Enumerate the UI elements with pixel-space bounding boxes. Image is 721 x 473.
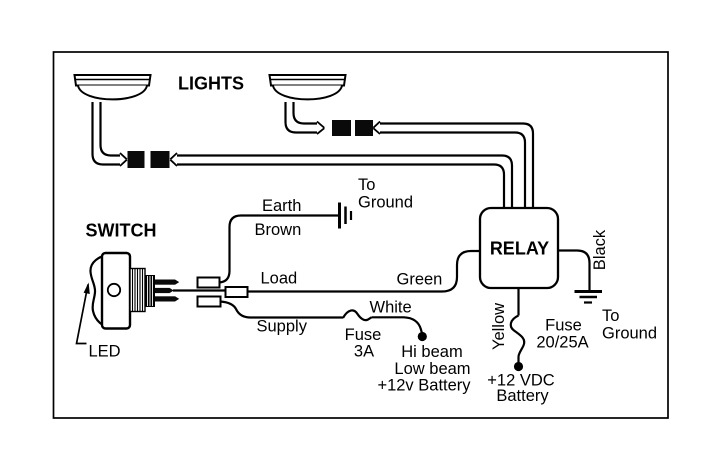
- label-relay: RELAY: [490, 239, 549, 259]
- light-right-wire-outer: [284, 102, 317, 134]
- label-fuse2025-line1: Fuse: [545, 317, 582, 335]
- connector-left-plug: [127, 151, 145, 168]
- label-earth-ground-ground: Ground: [358, 194, 413, 212]
- connector-left-socket: [150, 151, 170, 168]
- black-ground-wire: [558, 249, 591, 290]
- label-yellow: Yellow: [490, 303, 508, 350]
- label-load: Load: [261, 270, 298, 288]
- connector-right-taper-out: [372, 120, 381, 135]
- light-fixture-right: [268, 74, 347, 101]
- wire-left-light-to-relay-1: [177, 154, 514, 208]
- switch-pin-bottom: [155, 296, 175, 302]
- fuse-3a-symbol: [342, 309, 373, 322]
- switch-nut-ribs: [147, 276, 153, 306]
- switch-pin-middle: [155, 287, 170, 294]
- inline-connector-left: [119, 151, 178, 168]
- hibeam-junction-dot: [417, 331, 427, 342]
- terminal-load: [224, 286, 249, 298]
- label-supply: Supply: [257, 318, 308, 336]
- label-fuse2025-line2: 20/25A: [536, 334, 588, 352]
- switch-pin-middle-tip: [169, 287, 174, 294]
- switch-assembly: [89, 251, 226, 330]
- ground-symbol-earth: [338, 202, 353, 229]
- label-12v-battery: +12v Battery: [377, 377, 471, 395]
- wire-right-light-to-relay-2: [380, 131, 527, 208]
- white-wire: [371, 316, 423, 333]
- supply-wire: [220, 300, 343, 319]
- switch-rocker: [89, 252, 113, 330]
- light-fixture-left: [73, 74, 152, 101]
- label-relay-ground-to: To: [602, 307, 619, 325]
- label-lights: LIGHTS: [178, 74, 244, 94]
- switch-pin-bottom-tip: [175, 296, 180, 302]
- label-earth: Earth: [262, 197, 301, 215]
- label-fuse3a-line1: Fuse: [345, 326, 382, 344]
- light-left-wire-inner: [99, 102, 120, 157]
- connector-right-taper-in: [316, 120, 325, 135]
- label-brown: Brown: [255, 221, 302, 239]
- label-hi-beam: Hi beam: [401, 343, 462, 361]
- light-right-wire-inner: [292, 102, 317, 125]
- switch-led-lens: [106, 282, 122, 298]
- connector-left-taper-out: [169, 152, 178, 167]
- led-arrow-line: [75, 284, 89, 345]
- label-black: Black: [591, 229, 609, 270]
- inline-connector-right: [316, 120, 381, 136]
- earth-brown-wire: [219, 214, 338, 284]
- label-white: White: [370, 299, 412, 317]
- light-right-dome: [272, 85, 343, 101]
- light-left-dome: [77, 85, 148, 101]
- switch-terminal-pins: [155, 279, 180, 302]
- wire-left-light-to-relay-2: [177, 163, 506, 208]
- battery-junction-dot: [513, 361, 524, 372]
- light-left-wire-outer: [91, 102, 120, 166]
- label-vdc-line1: +12 VDC: [487, 372, 554, 390]
- led-arrow-head: [83, 282, 90, 294]
- switch-pin-top-tip: [175, 279, 180, 285]
- label-switch: SWITCH: [86, 221, 157, 241]
- diagram-border: [52, 51, 669, 419]
- connector-right-plug: [332, 120, 351, 136]
- switch-thread-ribs: [131, 268, 144, 312]
- switch-pin-top: [155, 279, 175, 285]
- label-relay-ground-ground: Ground: [602, 325, 657, 343]
- label-vdc-line2: Battery: [496, 387, 549, 405]
- connector-right-socket: [355, 120, 373, 136]
- ground-symbol-relay: [574, 290, 602, 304]
- label-fuse3a-line2: 3A: [354, 343, 374, 361]
- load-green-wire: [247, 249, 480, 293]
- wire-right-light-to-relay-1: [380, 122, 535, 208]
- fuse-20-25a-symbol: [509, 314, 526, 357]
- label-green: Green: [397, 271, 443, 289]
- label-earth-ground-to: To: [358, 176, 375, 194]
- connector-left-taper-in: [119, 152, 128, 167]
- label-low-beam: Low beam: [394, 360, 470, 378]
- label-led: LED: [89, 343, 121, 361]
- terminal-supply: [196, 295, 222, 308]
- terminal-earth: [196, 276, 221, 289]
